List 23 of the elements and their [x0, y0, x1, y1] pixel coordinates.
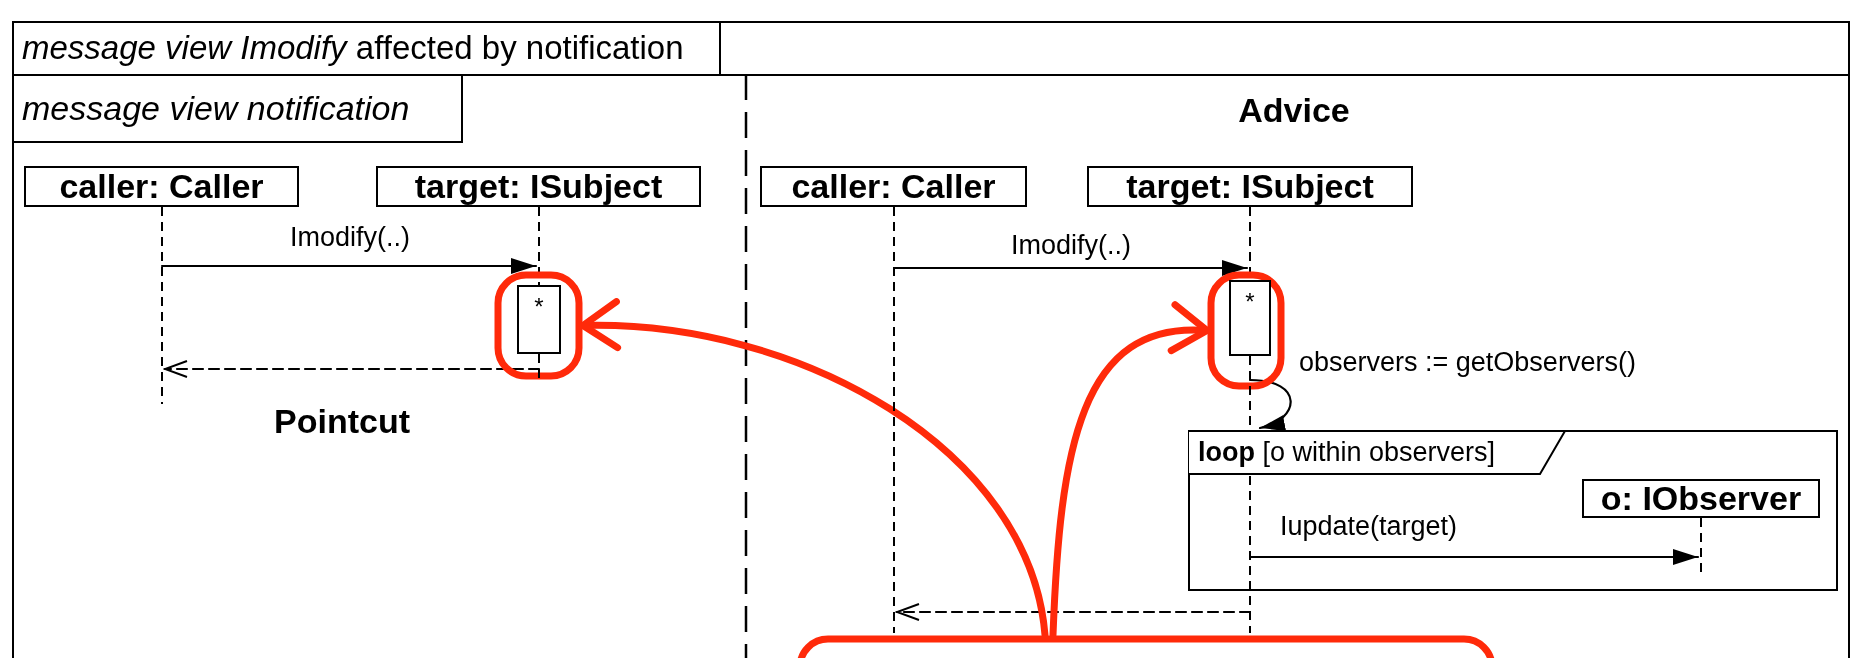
object-box: target: ISubject [1087, 166, 1413, 207]
lifeline [891, 207, 897, 633]
message-arrow [160, 258, 538, 274]
pointer-arrow [1049, 304, 1211, 639]
activation-bar: * [517, 285, 561, 354]
object-box: caller: Caller [760, 166, 1027, 207]
loop-frame [1188, 430, 1838, 591]
section-heading: Advice [1238, 90, 1350, 130]
activation-bar: * [1229, 280, 1271, 356]
object-box: o: IObserver [1582, 479, 1820, 518]
message-arrow [892, 260, 1249, 276]
highlight-box [494, 271, 583, 380]
message-arrow [1248, 549, 1700, 565]
object-box: caller: Caller [24, 166, 299, 207]
object-box: target: ISubject [376, 166, 701, 207]
section-heading: Pointcut [274, 401, 410, 441]
return-arrow [895, 603, 1252, 621]
loop-tab: loop [o within observers] [1188, 430, 1566, 474]
lifeline [536, 207, 542, 285]
frame-label: message view Imodify affected by notification [12, 21, 721, 74]
lifeline [159, 207, 165, 404]
highlight-box [1207, 271, 1285, 390]
frame-label: message view notification [12, 74, 463, 143]
